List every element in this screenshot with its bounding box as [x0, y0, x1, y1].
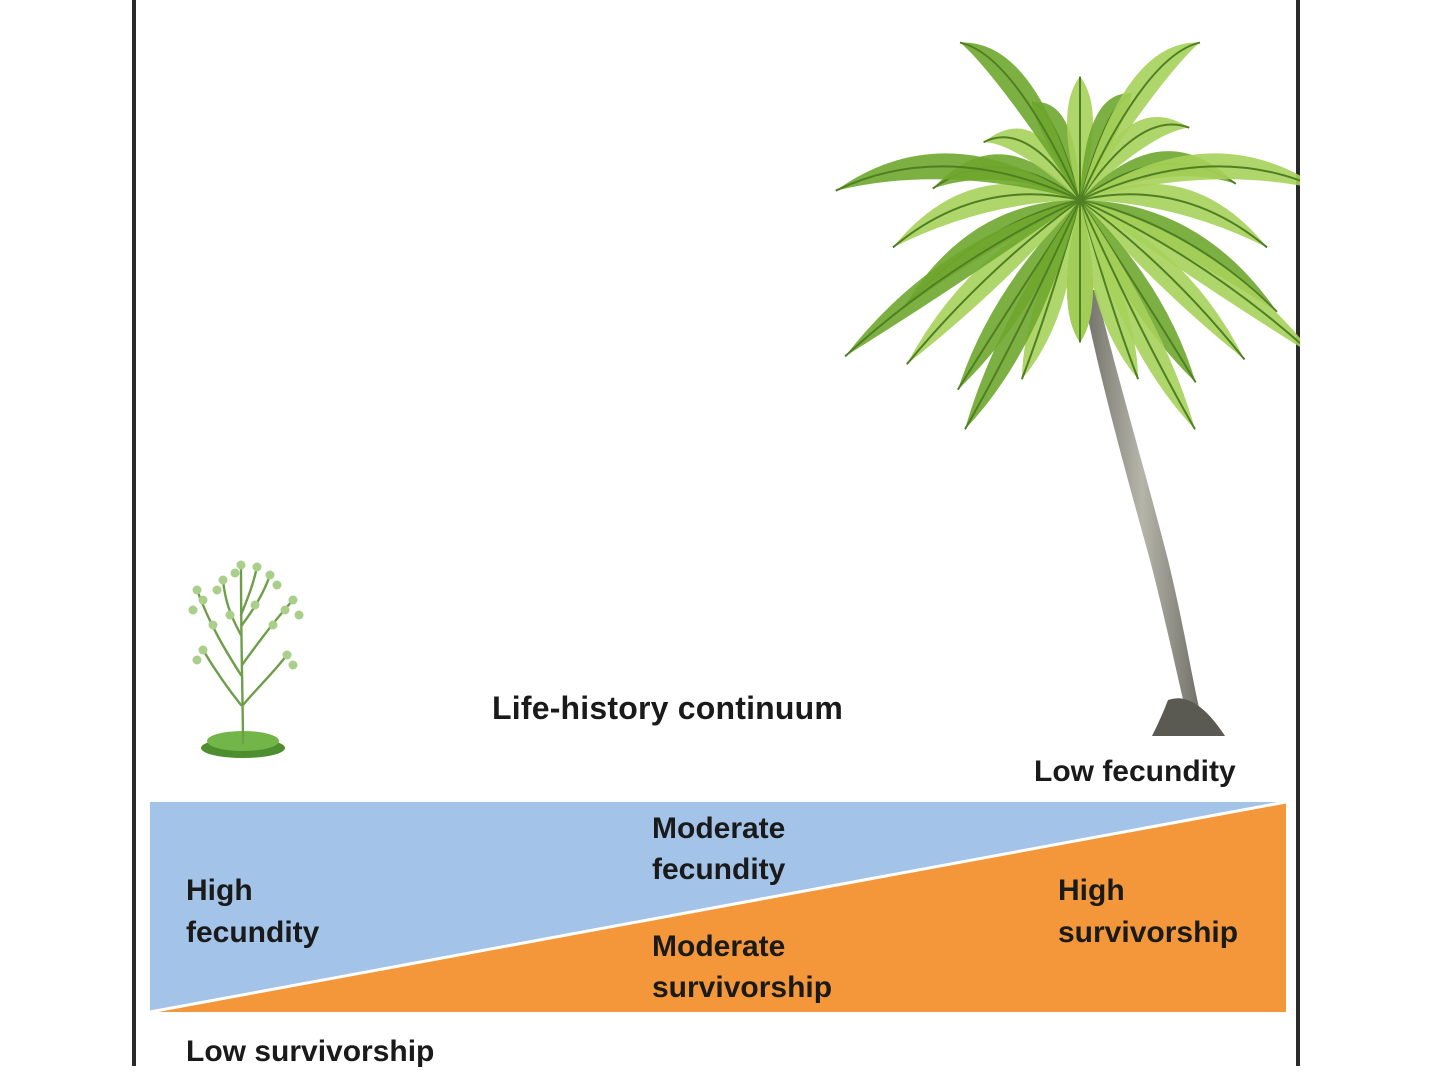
weed-bud	[198, 645, 208, 655]
weed-flower-buds	[188, 560, 304, 670]
left-border-line	[132, 0, 136, 1066]
palm-frond	[845, 200, 1080, 357]
palm-frond	[965, 200, 1080, 430]
palm-frond-rib	[1079, 165, 1300, 201]
weed-bud	[225, 610, 235, 620]
weed-bud	[282, 650, 292, 660]
palm-frond	[983, 128, 1080, 200]
weed-bud	[252, 562, 262, 572]
weed-bud	[212, 585, 222, 595]
palm-frond	[1080, 200, 1300, 348]
palm-frond	[892, 183, 1080, 248]
palm-frond-rib	[964, 199, 1081, 430]
palm-frond-rib	[1079, 199, 1196, 430]
palm-frond-rib	[892, 193, 1081, 249]
palm-frond	[1080, 42, 1200, 200]
palm-trunk	[1082, 290, 1202, 720]
low-survivorship-label: Low survivorship	[186, 1035, 435, 1068]
palm-fronds	[835, 41, 1300, 430]
weed-bud	[192, 585, 202, 595]
weed-bud	[198, 595, 208, 605]
palm-frond-rib	[835, 165, 1081, 201]
weed-bud	[294, 610, 304, 620]
palm-frond-rib	[959, 41, 1081, 201]
palm-frond	[1080, 183, 1268, 248]
palm-frond-rib	[1079, 41, 1201, 201]
low-fecundity-label: Low fecundity	[1034, 755, 1236, 788]
weed-bud	[268, 620, 278, 630]
small-herb-plant-icon	[188, 560, 304, 758]
weed-bud	[208, 620, 218, 630]
weed-bud	[288, 660, 298, 670]
palm-frond	[1080, 153, 1300, 200]
weed-bud	[280, 605, 290, 615]
weed-bud	[288, 595, 298, 605]
band-divider	[149, 800, 1287, 1014]
weed-bud	[218, 575, 228, 585]
diagram-title: Life-history continuum	[492, 690, 844, 726]
weed-bud	[236, 560, 246, 570]
high-fecundity-label: High fecundity	[186, 874, 320, 949]
right-border-line	[1296, 0, 1300, 1066]
palm-frond	[902, 199, 1080, 309]
palm-frond-rib	[906, 199, 1081, 365]
weed-bud	[188, 605, 198, 615]
palm-frond-rib	[1079, 193, 1268, 249]
palm-frond-rib	[844, 199, 1081, 358]
high-survivorship-label: High survivorship	[1058, 874, 1239, 949]
palm-frond	[1080, 200, 1245, 360]
weed-bud	[192, 655, 202, 665]
palm-frond	[906, 200, 1080, 365]
moderate-survivorship-label: Moderate survivorship	[652, 930, 833, 1004]
palm-tree-icon	[835, 41, 1300, 736]
weed-bud	[230, 568, 240, 578]
palm-frond	[835, 153, 1080, 200]
weed-bud	[272, 580, 282, 590]
palm-base	[1152, 698, 1225, 736]
weed-bud	[250, 600, 260, 610]
palm-frond-rib	[1079, 123, 1190, 201]
palm-frond-rib	[983, 136, 1081, 201]
weed-bud	[265, 570, 275, 580]
palm-frond-rib	[1079, 199, 1278, 313]
palm-frond-rib	[1079, 199, 1246, 361]
palm-frond	[960, 42, 1080, 200]
moderate-fecundity-label: Moderate fecundity	[652, 812, 786, 886]
palm-frond-rib	[1079, 199, 1300, 345]
palm-frond	[1080, 200, 1195, 430]
weed-stems	[195, 563, 295, 745]
